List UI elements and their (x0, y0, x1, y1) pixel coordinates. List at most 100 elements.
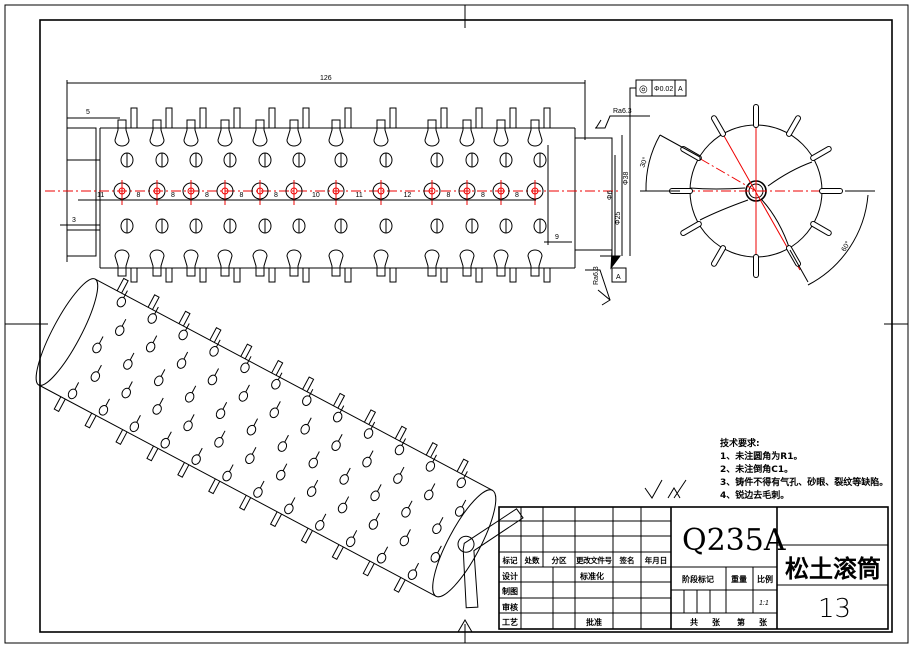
tech-req-heading: 技术要求: (720, 437, 760, 449)
tine (147, 306, 159, 324)
dim-pitch: 10 (312, 192, 320, 199)
tine (527, 119, 543, 147)
tine (253, 480, 265, 498)
tech-requirements: 技术要求: 1、未注圆角为R1。 2、未注倒角C1。 3、铸件不得有气孔、砂眼、… (720, 437, 888, 501)
tolerance-value: Φ0.02 (654, 86, 673, 93)
tb-sheet-no: 第 (737, 617, 745, 627)
tech-req-3: 3、铸件不得有气孔、砂眼、裂纹等缺陷。 (720, 476, 888, 488)
tine (328, 119, 344, 147)
tolerance-datum: A (678, 86, 683, 93)
tine (240, 356, 252, 374)
tine (183, 414, 195, 432)
tine (191, 447, 203, 465)
dim-bottom-offset: 3 (72, 217, 76, 224)
dim-pitch: 8 (205, 192, 209, 199)
tine (123, 352, 135, 370)
inner-frame (39, 19, 893, 633)
tine (373, 119, 389, 147)
tb-weight: 重量 (731, 574, 747, 584)
tine (332, 405, 345, 423)
tine (328, 249, 344, 277)
tine (215, 401, 228, 419)
tine (300, 417, 312, 435)
tine (183, 119, 199, 147)
tine (222, 464, 234, 482)
tine (209, 339, 221, 357)
tb-header: 年月日 (645, 555, 668, 565)
tb-material: Q235A (682, 523, 786, 558)
tine (373, 249, 389, 277)
tine (393, 466, 405, 484)
datum-label: A (616, 274, 621, 281)
tine (92, 336, 104, 354)
tine (401, 500, 413, 518)
tine (178, 323, 190, 341)
tine (339, 467, 351, 485)
tine (129, 415, 141, 433)
tine (493, 119, 509, 147)
isometric-view (35, 277, 524, 609)
tb-process: 工艺 (502, 617, 518, 627)
tb-design: 设计 (502, 571, 518, 581)
tech-req-4: 4、锐边去毛刺。 (720, 489, 789, 501)
tine (425, 454, 437, 472)
dim-body-dia: Φ25 (615, 212, 622, 225)
tine (276, 463, 288, 481)
tine (246, 418, 259, 436)
tb-sheets: 张 (712, 618, 721, 627)
tine (152, 397, 164, 415)
tb-header: 标记 (502, 555, 518, 565)
tech-req-1: 1、未注圆角为R1。 (720, 450, 802, 462)
tine (345, 530, 358, 548)
tine (306, 479, 319, 497)
centering-marks (5, 5, 908, 643)
tb-drafting: 制图 (502, 586, 518, 596)
tine (368, 512, 381, 530)
tine (424, 249, 440, 277)
tine (115, 318, 127, 336)
dim-pitch: 11 (356, 192, 363, 199)
dim-inner-dia: Φ6 (607, 190, 614, 200)
tine (286, 249, 302, 277)
tine (149, 119, 165, 147)
concentricity-symbol: ◎ (639, 84, 648, 95)
dim-pitch: 12 (404, 192, 412, 199)
tine (424, 119, 440, 147)
tb-header: 更改文件号 (576, 555, 613, 565)
tine (286, 119, 302, 147)
tb-header: 分区 (552, 555, 567, 565)
tine (456, 471, 468, 489)
tine (459, 119, 475, 147)
tech-req-2: 2、未注倒角C1。 (720, 463, 793, 475)
tine (527, 249, 543, 277)
tb-drawing-number: 13 (818, 594, 851, 624)
dim-pitch: 8 (240, 192, 244, 199)
tine (154, 369, 166, 387)
title-block: 标记处数分区更改文件号签名年月日 设计 标准化 制图 审核 工艺 批准 Q235… (498, 506, 889, 630)
tine (315, 513, 327, 531)
tb-part-name: 松土滚筒 (785, 555, 881, 583)
dim-left-offset: 5 (86, 109, 90, 116)
tine (362, 450, 374, 468)
tine (432, 517, 444, 534)
tine (271, 372, 283, 390)
roughness-bottom: Ra6.3 (593, 266, 600, 285)
tine (114, 249, 130, 277)
tine (337, 496, 350, 514)
tb-scale-label: 比例 (757, 574, 773, 584)
tine (121, 381, 133, 399)
tine (116, 290, 128, 308)
side-view: 30° 60° (638, 104, 875, 286)
angle-30: 30° (638, 156, 649, 169)
tine (430, 545, 442, 563)
dim-end-gap: 9 (555, 234, 559, 241)
tine (252, 119, 268, 147)
dim-pitch: 8 (171, 192, 175, 199)
dim-pitch: 8 (137, 192, 141, 199)
tine (252, 249, 268, 277)
tine (277, 434, 289, 452)
tine (98, 398, 110, 416)
tine (184, 385, 197, 403)
